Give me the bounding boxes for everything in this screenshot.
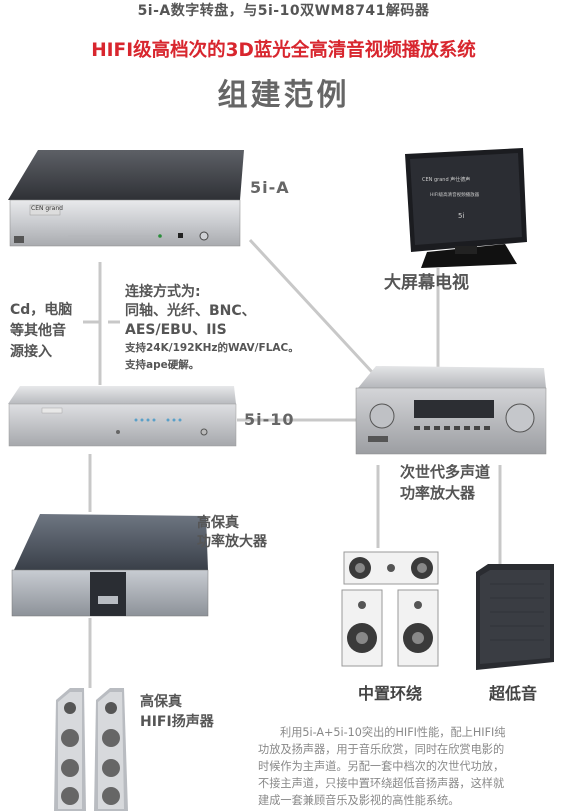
footer-line: 功放及扬声器，用于音乐欣赏，同时在欣赏电影的	[258, 743, 505, 756]
av-receiver-label-line1: 次世代多声道	[400, 463, 491, 481]
av-receiver-label: 次世代多声道 功率放大器	[400, 462, 490, 504]
connection-note-line1: 连接方式为:	[125, 284, 201, 300]
hifi-speaker-left	[54, 688, 86, 811]
connection-note-line4: 支持24K/192KHz的WAV/FLAC。	[125, 342, 299, 354]
player-brand-plate: CEN grand	[31, 205, 63, 212]
player-5ia-label: 5i-A	[250, 178, 290, 197]
source-note: Cd，电脑 等其他音 源接入	[10, 300, 72, 363]
hifi-amp-label-line1: 高保真	[197, 515, 239, 531]
footer-line: 不接主声道，只接中置环绕超低音扬声器，这样就	[258, 777, 505, 790]
subwoofer-label: 超低音	[489, 684, 538, 703]
subtitle: 组建范例	[217, 78, 350, 113]
hifi-amp-image	[11, 514, 209, 617]
main-title: HIFI级高档次的3D蓝光全高清音视频播放系统	[91, 40, 476, 61]
tv-screen-model: 5i	[458, 212, 465, 220]
player-5ia-image	[8, 150, 244, 247]
surround-speaker-right	[397, 589, 439, 667]
decoder-5i10-image	[8, 386, 237, 447]
av-receiver-label-line2: 功率放大器	[400, 484, 476, 502]
connection-note-line3: AES/EBU、IIS	[125, 322, 227, 338]
tv-screen-line: HIFI级高清音视频播放器	[430, 193, 480, 198]
center-surround-label: 中置环绕	[358, 684, 423, 703]
footer-paragraph: 利用5i-A+5i-10突出的HIFI性能，配上HIFI纯 功放及扬声器，用于音…	[258, 724, 558, 809]
surround-speaker-left	[341, 589, 383, 667]
connection-note: 连接方式为: 同轴、光纤、BNC、 AES/EBU、IIS 支持24K/192K…	[125, 283, 299, 374]
footer-line: 利用5i-A+5i-10突出的HIFI性能，配上HIFI纯	[280, 726, 506, 739]
tv-image	[405, 148, 527, 268]
source-note-line1: Cd，电脑	[10, 302, 73, 318]
hifi-amp-label-line2: 功率放大器	[197, 534, 267, 550]
footer-line: 时候作为主声道。另配一套中档次的次世代功放，	[258, 760, 505, 773]
decoder-5i10-label: 5i-10	[244, 410, 295, 429]
hifi-speakers-label-line1: 高保真	[140, 694, 182, 710]
line-player-to-receiver	[248, 238, 374, 374]
tv-screen-brand: CEN grand 声仕德声	[422, 177, 471, 183]
footer-line: 建成一套兼顾音乐及影视的高性能系统。	[258, 794, 460, 807]
tv-label: 大屏幕电视	[384, 273, 469, 293]
top-heading: 5i-A数字转盘，与5i-10双WM8741解码器	[137, 3, 430, 19]
hifi-speakers-label: 高保真 HIFI扬声器	[140, 692, 214, 732]
source-note-line2: 等其他音	[10, 323, 66, 339]
connection-note-line2: 同轴、光纤、BNC、	[125, 303, 256, 319]
connection-note-line5: 支持ape硬解。	[125, 359, 200, 371]
hifi-speaker-right	[94, 688, 128, 811]
center-speaker	[343, 551, 439, 585]
hifi-speakers-label-line2: HIFI扬声器	[140, 714, 214, 730]
source-note-line3: 源接入	[10, 344, 52, 360]
hifi-amp-label: 高保真 功率放大器	[197, 514, 267, 552]
hifi-speakers-image	[54, 688, 128, 811]
av-receiver-image	[355, 366, 547, 455]
subwoofer-image	[476, 564, 554, 670]
center-surround-speakers-image	[341, 551, 439, 667]
